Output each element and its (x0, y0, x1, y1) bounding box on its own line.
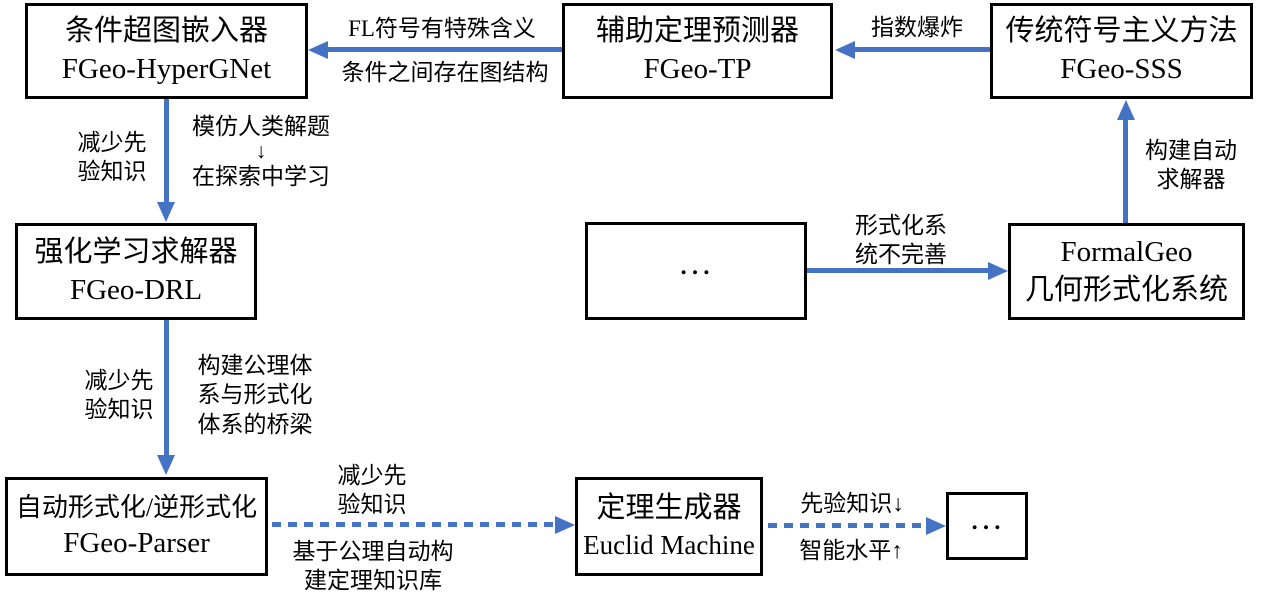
edge-label-line: 体系的桥梁 (197, 411, 313, 437)
arrow-hypergnet-to-drl-shaft (164, 99, 169, 204)
edge-label-line: 减少先 (337, 463, 407, 488)
ellipsis-text: … (678, 244, 714, 282)
arrow-up-icon (1117, 100, 1135, 120)
node-title: 传统符号主义方法 (1005, 15, 1238, 48)
edge-label-line: 模仿人类解题 (192, 114, 330, 139)
node-ellipsis-middle: … (585, 222, 807, 320)
edge-label-axiom-theorem-base: 基于公理自动构 建定理知识库 (293, 537, 454, 596)
node-title: FormalGeo (1060, 235, 1193, 268)
edge-label-line: 构建自动 (1145, 138, 1237, 163)
node-subtitle: FGeo-DRL (69, 273, 203, 306)
dashed-arrow-parser-to-euclid-shaft (272, 522, 556, 527)
node-title: 自动形式化/逆形式化 (15, 492, 258, 522)
arrow-left-icon (308, 41, 328, 59)
edge-label-reduce-prior-3: 减少先 验知识 (338, 461, 407, 520)
node-subtitle: FGeo-TP (643, 53, 752, 85)
edge-label-graph-structure: 条件之间存在图结构 (342, 58, 549, 87)
edge-label-line: 求解器 (1156, 167, 1226, 193)
node-fgeo-hypergnet: 条件超图嵌入器 FGeo-HyperGNet (25, 3, 308, 99)
node-fgeo-sss: 传统符号主义方法 FGeo-SSS (990, 3, 1253, 99)
node-subtitle: 几何形式化系统 (1024, 273, 1228, 306)
edge-label-line: 建定理知识库 (304, 568, 442, 594)
small-down-arrow-icon: ↓ (255, 139, 267, 164)
arrow-right-icon (988, 262, 1008, 280)
edge-label-line: 减少先 (84, 368, 154, 393)
dashed-arrow-euclid-to-dots-shaft (768, 523, 927, 528)
node-fgeo-drl: 强化学习求解器 FGeo-DRL (15, 223, 257, 320)
node-title: 辅助定理预测器 (595, 15, 799, 48)
edge-label-build-solver: 构建自动 求解器 (1145, 136, 1237, 195)
edge-label-formal-system-incomplete: 形式化系 统不完善 (855, 211, 947, 270)
edge-label-line: 指数爆炸 (871, 15, 963, 40)
node-euclid-machine: 定理生成器 Euclid Machine (575, 477, 763, 576)
edge-label-line: 构建公理体 (197, 353, 313, 378)
edge-label-line: 验知识 (84, 397, 154, 423)
edge-label-line: 智能水平↑ (799, 538, 903, 563)
edge-label-exponential-explosion: 指数爆炸 (871, 13, 963, 42)
arrow-down-icon (157, 202, 175, 222)
node-title: 定理生成器 (596, 492, 742, 525)
arrow-right-icon (555, 516, 575, 534)
node-subtitle: FGeo-Parser (63, 526, 210, 559)
node-title: 强化学习求解器 (34, 235, 238, 268)
node-title: 条件超图嵌入器 (64, 15, 268, 48)
arrow-dots-to-formalgeo-shaft (807, 268, 989, 273)
node-fgeo-tp: 辅助定理预测器 FGeo-TP (562, 3, 833, 99)
arrow-right-icon (926, 517, 946, 535)
edge-label-line: 验知识 (337, 492, 407, 518)
node-fgeo-parser: 自动形式化/逆形式化 FGeo-Parser (5, 477, 268, 576)
arrow-formalgeo-to-sss-shaft (1123, 118, 1128, 223)
edge-label-line: 验知识 (77, 159, 147, 185)
node-ellipsis-end: … (946, 492, 1028, 560)
edge-label-line: 条件之间存在图结构 (341, 60, 549, 85)
arrow-left-icon (835, 41, 855, 59)
edge-label-reduce-prior-2: 减少先 验知识 (85, 366, 154, 425)
ellipsis-text: … (969, 499, 1005, 537)
edge-label-line: 系与形式化 (197, 382, 313, 408)
node-subtitle: FGeo-SSS (1060, 53, 1183, 85)
edge-label-fl-symbols: FL符号有特殊含义 (348, 14, 536, 43)
edge-label-line: 减少先 (77, 130, 147, 155)
arrow-tp-to-hypergnet-shaft (327, 47, 562, 52)
edge-label-line: 形式化系 (855, 213, 947, 238)
node-formalgeo: FormalGeo 几何形式化系统 (1008, 223, 1245, 320)
arrow-down-icon (157, 455, 175, 475)
edge-label-imitate-human: 模仿人类解题 ↓ 在探索中学习 (192, 112, 330, 192)
edge-label-line: 先验知识↓ (800, 491, 904, 516)
edge-label-line: 统不完善 (855, 242, 947, 268)
edge-label-line: FL符号有特殊含义 (348, 16, 536, 41)
node-subtitle: FGeo-HyperGNet (61, 53, 272, 85)
edge-label-reduce-prior-1: 减少先 验知识 (78, 128, 147, 187)
edge-label-axiom-bridge: 构建公理体 系与形式化 体系的桥梁 (198, 351, 313, 439)
edge-label-line: 基于公理自动构 (292, 539, 454, 564)
node-subtitle: Euclid Machine (583, 529, 755, 560)
edge-label-intelligence-up: 智能水平↑ (799, 536, 903, 565)
edge-label-prior-knowledge-down: 先验知识↓ (800, 489, 904, 518)
arrow-drl-to-parser-shaft (164, 320, 169, 456)
edge-label-line: 在探索中学习 (192, 164, 330, 190)
arrow-sss-to-tp-shaft (854, 47, 990, 52)
